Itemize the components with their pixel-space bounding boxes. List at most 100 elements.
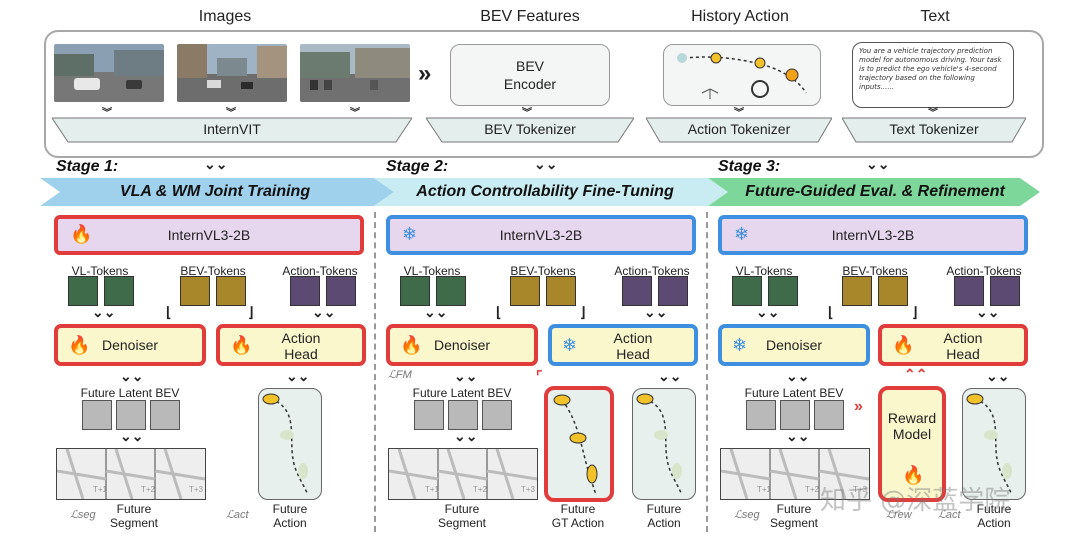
chevron-down-icon: ⌄⌄: [312, 304, 336, 320]
corner-arrow-icon: ⌋: [912, 304, 918, 320]
fire-icon: 🔥: [902, 465, 925, 485]
action-tokenizer-label: Action Tokenizer: [687, 121, 791, 137]
stage-1-label: Stage 1:: [56, 158, 119, 175]
stage-2-denoiser: 🔥 Denoiser: [386, 324, 538, 366]
camera-image-2: [177, 44, 287, 102]
stage-3-action-head: 🔥 Action Head: [878, 324, 1028, 366]
bev-token: [510, 276, 540, 306]
stage-3-denoiser: ❄ Denoiser: [718, 324, 870, 366]
chevron-down-icon: ⌄⌄: [756, 304, 780, 320]
camera-image-1: [54, 44, 164, 102]
watermark: 知乎 @深蓝学院: [820, 486, 1011, 516]
vlm-label: InternVL3-2B: [167, 227, 251, 243]
loss-seg: ℒseg: [734, 509, 760, 521]
chevron-down-icon: ⌄⌄: [120, 428, 144, 444]
future-action-label: Future Action: [272, 502, 308, 530]
vlm-label: InternVL3-2B: [499, 227, 583, 243]
bev-tokens-label: BEV-Tokens: [510, 264, 576, 278]
denoiser-label: Denoiser: [765, 337, 823, 353]
segment-tag: T+1: [757, 485, 772, 494]
action-tokens-label: Action-Tokens: [614, 264, 690, 278]
segment-tag: T+2: [473, 485, 488, 494]
text-prompt: You are a vehicle trajectory prediction …: [859, 47, 1002, 91]
chevron-down-icon: ⌄⌄: [866, 156, 890, 172]
stage-divider: [706, 212, 708, 532]
chevron-down-icon: ⌄⌄: [424, 304, 448, 320]
stage-2-vlm: ❄ InternVL3-2B: [386, 215, 696, 255]
future-segment-frames: T+1 T+2 T+3: [720, 448, 870, 500]
bev-tokens-label: BEV-Tokens: [842, 264, 908, 278]
segment-tag: T+1: [425, 485, 440, 494]
stage-3-banner: Future-Guided Eval. & Refinement: [745, 183, 1005, 200]
header-text: Text: [920, 8, 950, 25]
bev-tokenizer-label: BEV Tokenizer: [484, 121, 576, 137]
trajectory-graphic: [262, 393, 308, 494]
internvit-label: InternVIT: [203, 121, 261, 137]
loss-seg: ℒseg: [70, 509, 96, 521]
vl-tokens-label: VL-Tokens: [735, 264, 793, 278]
action-tokens-label: Action-Tokens: [282, 264, 358, 278]
future-gt-action-label: Future GT Action: [551, 502, 605, 530]
arrow-right-icon: »: [854, 398, 863, 415]
bev-token: [546, 276, 576, 306]
latent-token: [448, 400, 478, 430]
snowflake-icon: ❄: [562, 335, 578, 355]
loss-act: ℒact: [226, 509, 249, 521]
stage-1-vlm: 🔥 InternVL3-2B: [54, 215, 364, 255]
chevron-down-icon: ⌄⌄: [286, 368, 310, 384]
fire-icon: 🔥: [892, 335, 915, 355]
chevron-down-icon: ⌄⌄: [786, 368, 810, 384]
latent-token: [414, 400, 444, 430]
header-history-action: History Action: [691, 8, 789, 25]
future-segment-frames: T+1 T+2 T+3: [56, 448, 206, 500]
future-latent-bev-label: Future Latent BEV: [80, 386, 180, 400]
snowflake-icon: ❄: [732, 335, 748, 355]
stage-2-label: Stage 2:: [386, 158, 449, 175]
chevron-down-icon: ⌄⌄: [454, 428, 478, 444]
corner-arrow-icon: ⌋: [580, 304, 586, 320]
stage-divider: [374, 212, 376, 532]
gt-trajectory-graphic: [553, 394, 598, 495]
chevron-down-icon: ⌄⌄: [658, 368, 682, 384]
chevron-down-icon: ︾: [226, 108, 236, 119]
header-bev-features: BEV Features: [480, 8, 580, 25]
vl-tokens-label: VL-Tokens: [71, 264, 129, 278]
vl-token: [732, 276, 762, 306]
future-latent-bev-label: Future Latent BEV: [412, 386, 512, 400]
action-token: [326, 276, 356, 306]
latent-token: [746, 400, 776, 430]
latent-token: [116, 400, 146, 430]
bev-token: [216, 276, 246, 306]
header-images: Images: [198, 8, 252, 25]
segment-frames-graphic: [388, 448, 538, 500]
stage-3-label: Stage 3:: [718, 158, 781, 175]
action-tokenizer-trapezoid: [646, 117, 832, 143]
loss-act: ℒact: [938, 509, 961, 521]
action-tokens-label: Action-Tokens: [946, 264, 1022, 278]
arrow-right-icon: »: [418, 60, 432, 87]
segment-tag: T+1: [93, 485, 108, 494]
stage-1-action-head: 🔥 Action Head: [216, 324, 366, 366]
denoiser-label: Denoiser: [433, 337, 491, 353]
vl-token: [400, 276, 430, 306]
bev-tokenizer-trapezoid: [426, 117, 634, 143]
future-segment-label: Future Segment: [109, 502, 159, 530]
vlm-label: InternVL3-2B: [831, 227, 915, 243]
corner-arrow-icon: ⌊: [496, 304, 502, 320]
reward-model-label: Reward Model: [887, 410, 937, 442]
action-token: [290, 276, 320, 306]
corner-arrow-icon: ⌊: [828, 304, 834, 320]
bev-tokens-label: BEV-Tokens: [180, 264, 246, 278]
chevron-down-icon: ︾: [928, 108, 938, 119]
segment-tag: T+3: [189, 485, 204, 494]
action-token: [954, 276, 984, 306]
loss-fm: ℒFM: [388, 369, 412, 381]
action-head-label: Action Head: [613, 330, 653, 362]
future-action-label: Future Action: [976, 502, 1012, 530]
loss-rew: ℒrew: [886, 509, 912, 521]
corner-arrow-icon: ⌋: [248, 304, 254, 320]
chevron-down-icon: ︾: [102, 108, 112, 119]
fire-icon: 🔥: [400, 335, 423, 355]
denoiser-label: Denoiser: [101, 337, 159, 353]
fire-icon: 🔥: [70, 224, 93, 244]
